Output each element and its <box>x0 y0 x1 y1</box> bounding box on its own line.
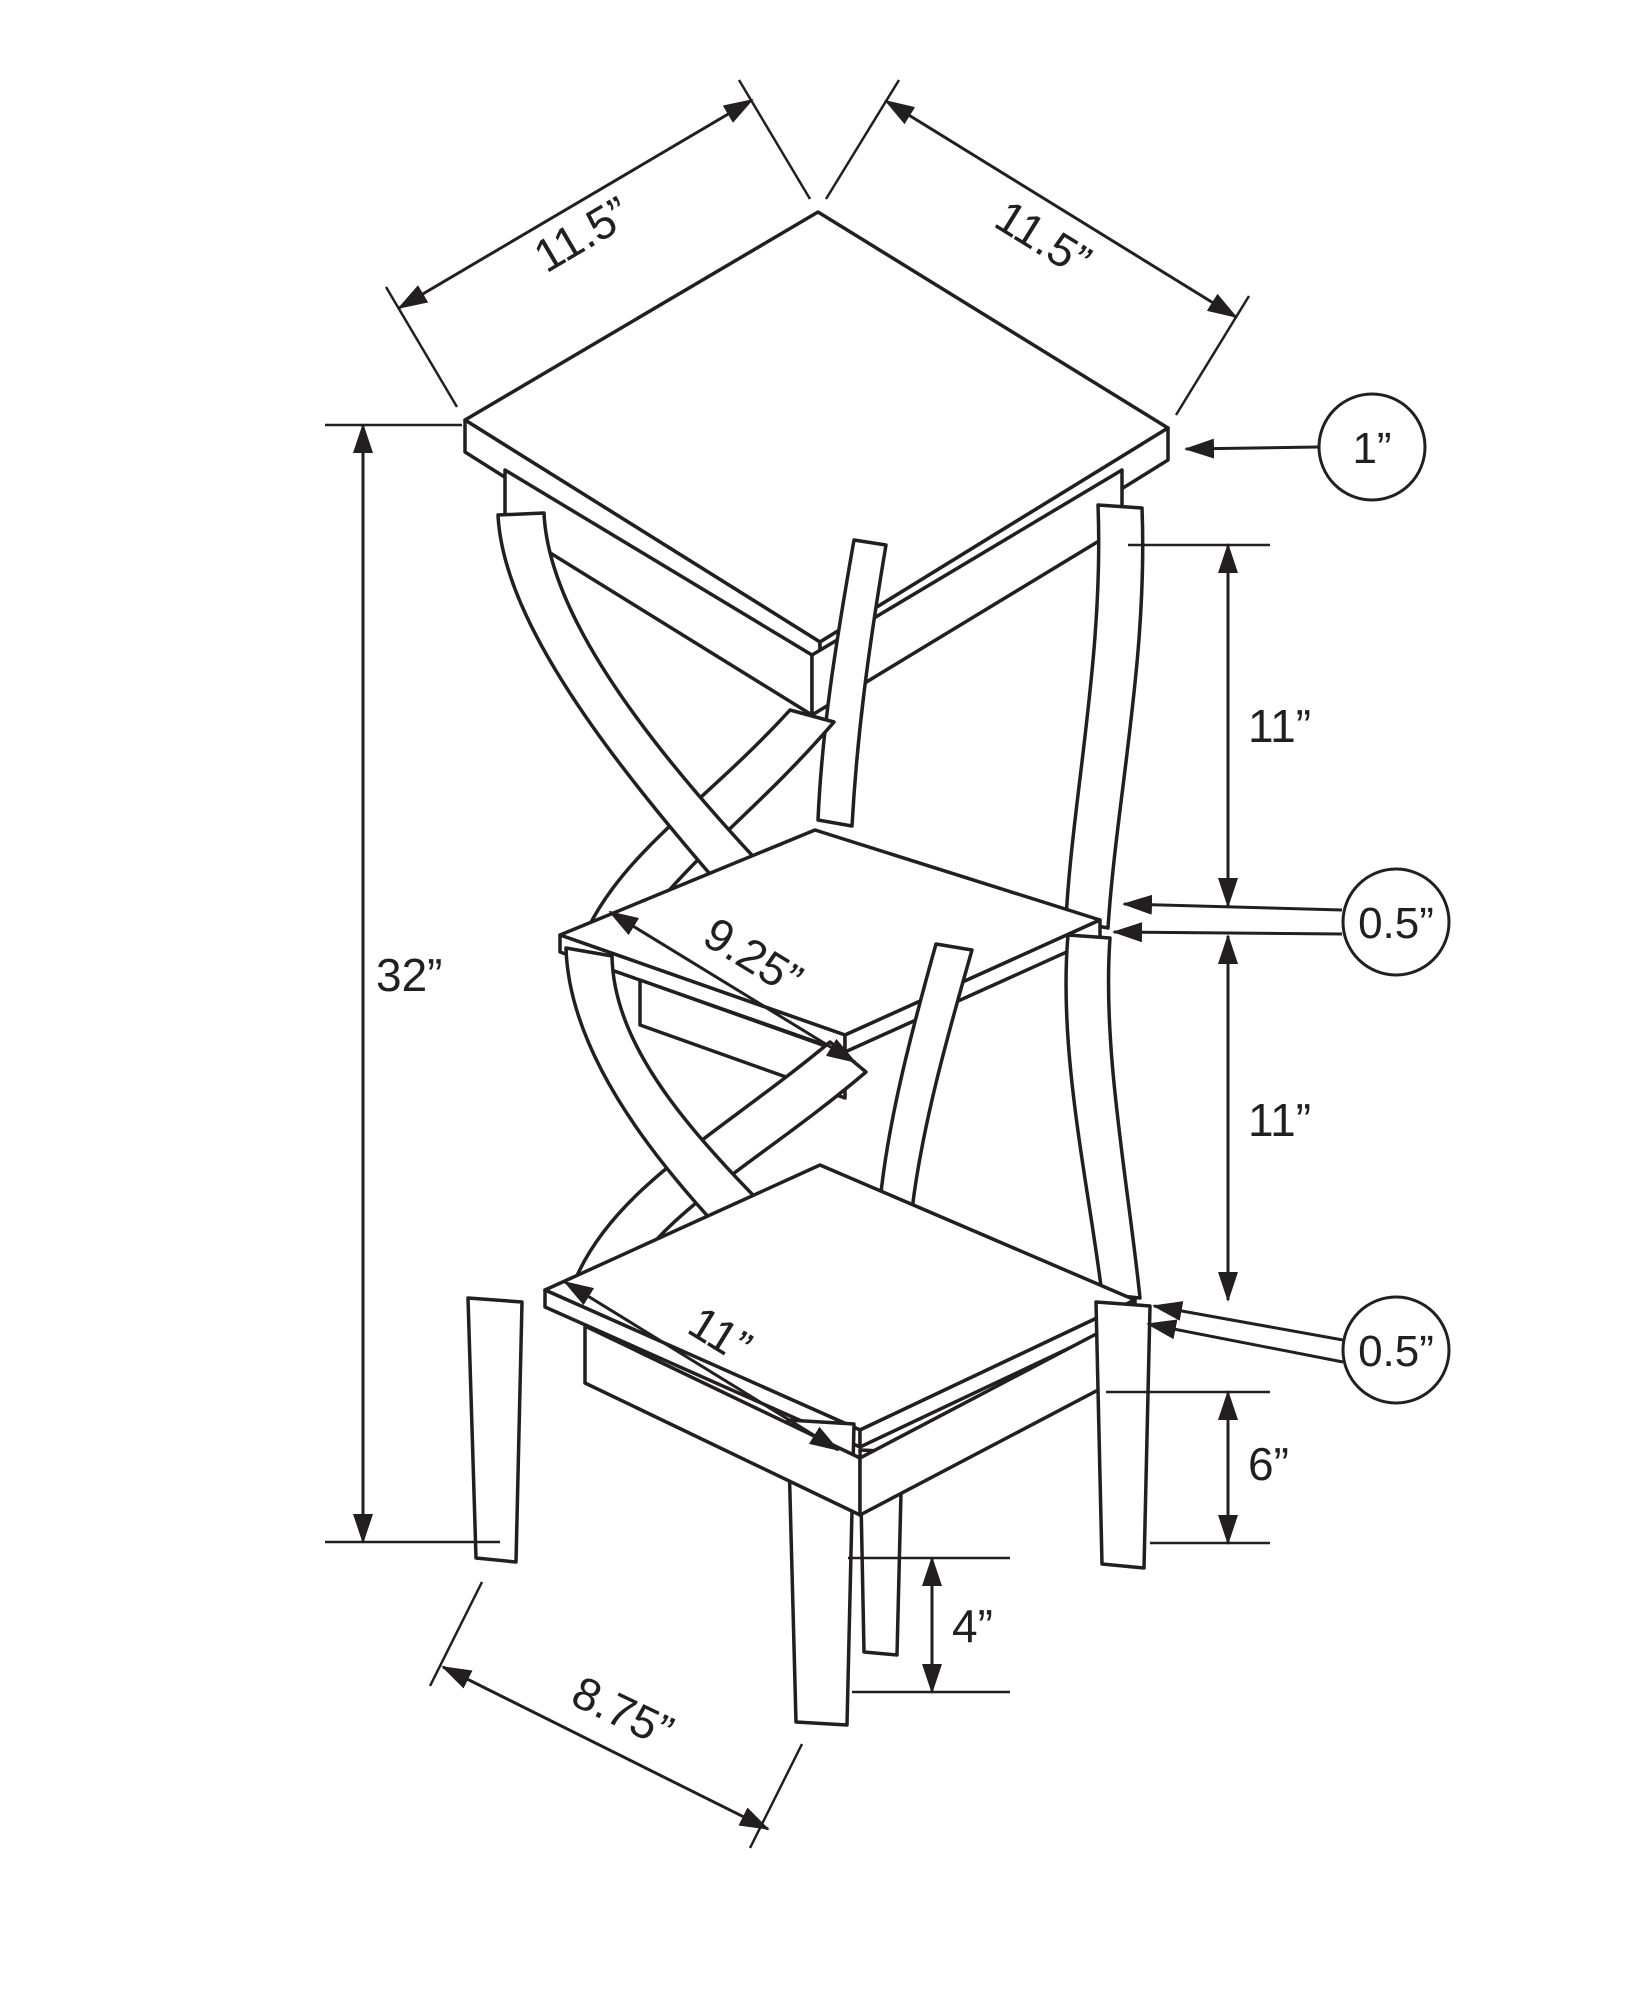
leg-right-upper <box>1064 503 1145 930</box>
top-apron <box>503 468 1124 717</box>
dim-overall-height: 32” <box>325 423 500 1544</box>
dim-label-bottom-shelf-thickness: 0.5” <box>1358 1327 1434 1376</box>
foot-right <box>1094 1300 1152 1570</box>
dim-label-top-thickness: 1” <box>1352 424 1391 473</box>
dim-foot-clearance: 4” <box>848 1556 1010 1694</box>
dim-label-base-section-height: 6” <box>1248 1438 1289 1490</box>
callout-circle-top-thickness <box>1317 392 1427 502</box>
dim-lower-spacing: 11” <box>1218 934 1311 1302</box>
foot-left <box>466 1296 524 1564</box>
dim-label-overall-height: 32” <box>376 949 442 1001</box>
dim-label-base-depth: 8.75” <box>564 1666 681 1758</box>
callout-top-thickness: 1” <box>1184 392 1427 502</box>
dim-label-top-right-depth: 11.5” <box>987 190 1101 288</box>
dim-upper-spacing: 11” <box>1128 543 1311 908</box>
dim-label-foot-clearance: 4” <box>952 1600 993 1652</box>
dim-label-middle-shelf-thickness: 0.5” <box>1358 899 1434 948</box>
side-feet <box>466 1296 1152 1570</box>
callout-bottom-shelf-thickness: 0.5” <box>1146 1295 1451 1405</box>
dim-label-lower-spacing: 11” <box>1248 1094 1311 1146</box>
leg-right-lower <box>1064 933 1142 1300</box>
callout-circle-bottom-shelf <box>1341 1295 1451 1405</box>
dim-base-section-height: 6” <box>1106 1390 1289 1545</box>
leg-back-upper <box>816 538 888 828</box>
callout-circle-middle-shelf <box>1341 867 1451 977</box>
callout-middle-shelf-thickness: 0.5” <box>1112 867 1451 977</box>
dim-base-depth: 8.75” <box>428 1581 804 1849</box>
dim-label-upper-spacing: 11” <box>1248 700 1311 752</box>
